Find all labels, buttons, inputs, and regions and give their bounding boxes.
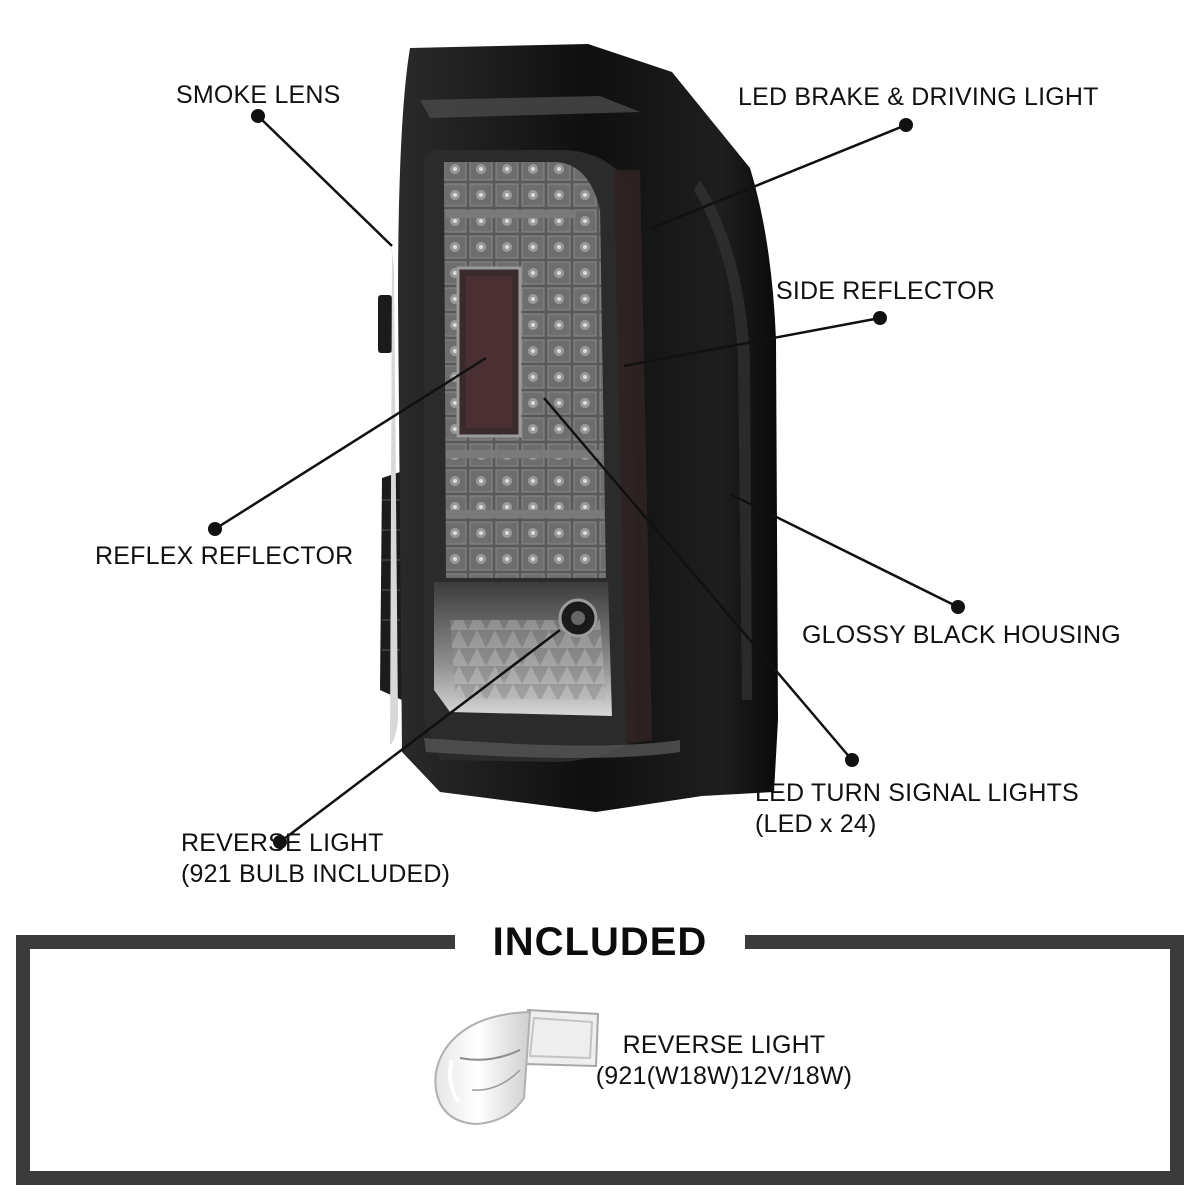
included-item-label: REVERSE LIGHT (921(W18W)12V/18W) [584,1030,864,1092]
callout-line: (921 BULB INCLUDED) [181,860,451,888]
tail-light-product-image [378,44,778,812]
included-item-line: REVERSE LIGHT [622,1031,826,1059]
callout-glossy-black-housing: GLOSSY BLACK HOUSING [802,620,1121,651]
leader-lines [208,109,965,849]
callout-reflex-reflector: REFLEX REFLECTOR [95,541,353,572]
callout-line: REFLEX REFLECTOR [95,542,354,570]
callout-led-turn-signal-lights: LED TURN SIGNAL LIGHTS (LED x 24) [755,778,1079,840]
included-item-line: (921(W18W)12V/18W) [595,1062,853,1090]
callout-line: SIDE REFLECTOR [776,277,996,305]
callout-side-reflector: SIDE REFLECTOR [776,276,995,307]
included-title: INCLUDED [492,920,708,964]
callout-smoke-lens: SMOKE LENS [176,80,341,111]
callout-led-brake-driving-light: LED BRAKE & DRIVING LIGHT [738,82,1099,113]
callout-reverse-light: REVERSE LIGHT (921 BULB INCLUDED) [181,828,450,890]
callout-line: GLOSSY BLACK HOUSING [802,621,1121,649]
callout-line: LED TURN SIGNAL LIGHTS [755,779,1079,807]
callout-line: SMOKE LENS [176,81,341,109]
included-box [16,935,1184,1185]
callout-line: REVERSE LIGHT [181,829,384,857]
callout-line: (LED x 24) [755,810,877,838]
921-bulb-image [434,1008,600,1126]
callout-line: LED BRAKE & DRIVING LIGHT [738,83,1099,111]
